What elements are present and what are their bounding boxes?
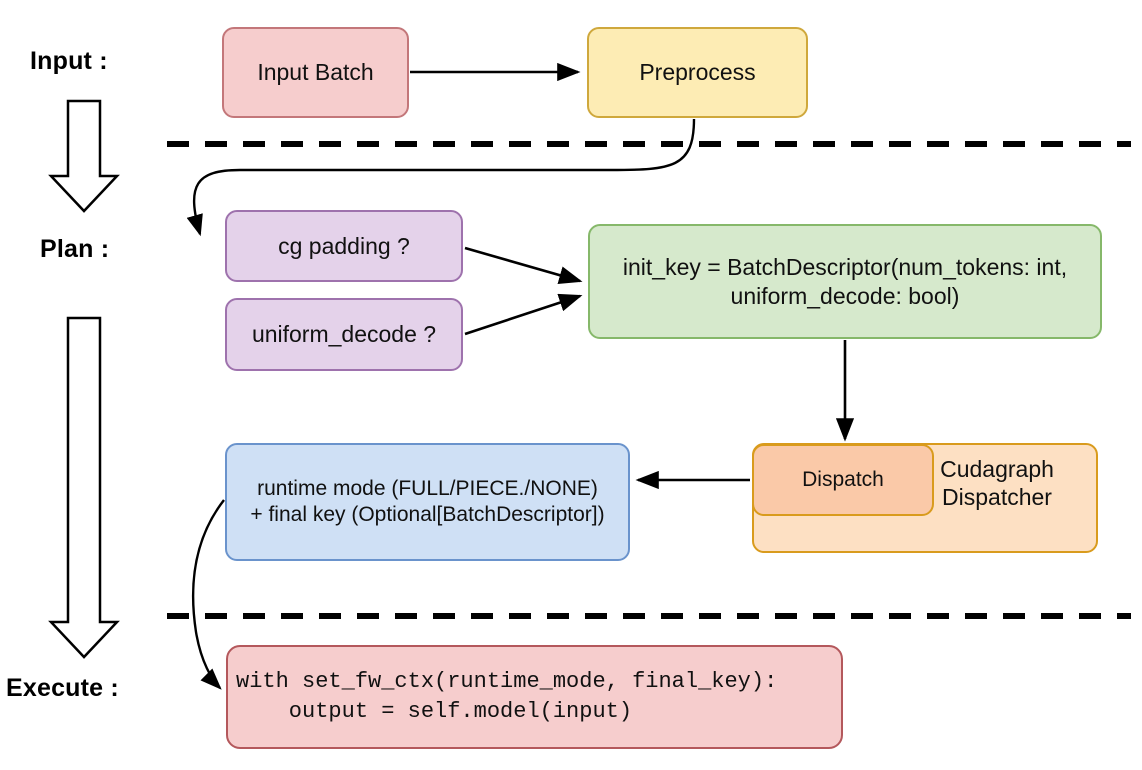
node-uniform-decode[interactable]: uniform_decode ? bbox=[225, 298, 463, 371]
stage-label-input: Input : bbox=[30, 47, 108, 75]
stage-label-plan: Plan : bbox=[40, 235, 110, 263]
node-runtime-mode[interactable]: runtime mode (FULL/PIECE./NONE) + final … bbox=[225, 443, 630, 561]
node-init-key-line2: uniform_decode: bool) bbox=[730, 282, 960, 309]
node-dispatch[interactable]: Dispatch bbox=[752, 444, 934, 516]
edge-uniform-decode-to-init-key bbox=[464, 293, 583, 336]
input-to-plan-arrow bbox=[48, 99, 120, 213]
node-input-batch-label: Input Batch bbox=[257, 59, 374, 86]
stage-label-execute: Execute : bbox=[6, 674, 119, 702]
node-uniform-decode-label: uniform_decode ? bbox=[251, 321, 437, 348]
node-cudagraph-dispatcher-text: Cudagraph Dispatcher bbox=[912, 455, 1082, 511]
node-preprocess-label: Preprocess bbox=[639, 59, 756, 86]
node-runtime-mode-line2: + final key (Optional[BatchDescriptor]) bbox=[250, 503, 605, 526]
node-init-key-line1: init_key = BatchDescriptor(num_tokens: i… bbox=[622, 254, 1068, 281]
node-init-key[interactable]: init_key = BatchDescriptor(num_tokens: i… bbox=[588, 224, 1102, 339]
node-runtime-mode-line1: runtime mode (FULL/PIECE./NONE) bbox=[257, 477, 598, 501]
node-execute-code-text: with set_fw_ctx(runtime_mode, final_key)… bbox=[236, 667, 777, 727]
node-cudagraph-dispatcher-line2: Dispatcher bbox=[942, 484, 1052, 511]
node-preprocess[interactable]: Preprocess bbox=[587, 27, 808, 118]
node-cg-padding-label: cg padding ? bbox=[278, 232, 410, 259]
node-cg-padding[interactable]: cg padding ? bbox=[225, 210, 463, 282]
node-execute-code-line1: with set_fw_ctx(runtime_mode, final_key)… bbox=[236, 669, 778, 695]
node-runtime-mode-text: runtime mode (FULL/PIECE./NONE) + final … bbox=[250, 476, 604, 527]
plan-to-execute-arrow bbox=[48, 316, 120, 659]
node-execute-code-line2: output = self.model(input) bbox=[236, 699, 633, 724]
node-execute-code[interactable]: with set_fw_ctx(runtime_mode, final_key)… bbox=[226, 645, 843, 749]
node-input-batch[interactable]: Input Batch bbox=[222, 27, 409, 118]
node-init-key-text: init_key = BatchDescriptor(num_tokens: i… bbox=[623, 253, 1067, 309]
edge-runtime-mode-to-execute-code bbox=[191, 499, 225, 690]
edge-cg-padding-to-init-key bbox=[464, 246, 583, 285]
node-cudagraph-dispatcher-line1: Cudagraph bbox=[940, 456, 1054, 482]
node-dispatch-label: Dispatch bbox=[802, 468, 884, 492]
